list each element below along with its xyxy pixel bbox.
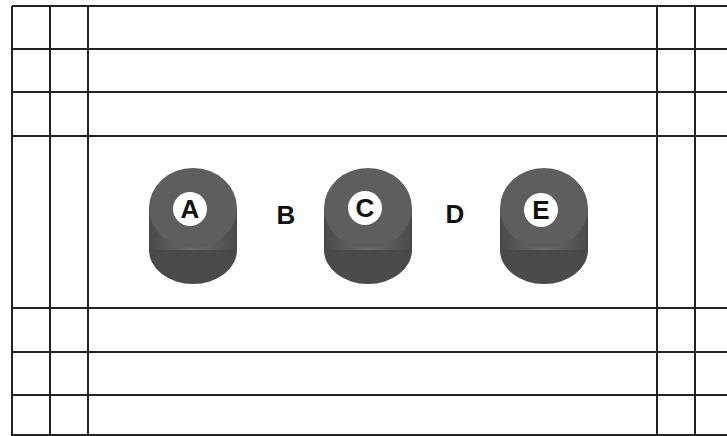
peg-letter: A (181, 196, 200, 222)
peg-letter: C (356, 195, 375, 221)
peg-label-circle: C (348, 191, 382, 225)
peg-cylinder (500, 168, 588, 284)
peg-cylinder (324, 168, 412, 284)
peg-cylinder (149, 168, 237, 284)
position-letter: D (446, 201, 465, 227)
peg-letter: E (532, 197, 549, 223)
position-letter: B (277, 202, 296, 228)
peg-label-circle: E (524, 193, 558, 227)
peg-label-circle: A (173, 192, 207, 226)
grid-lines (12, 6, 727, 436)
